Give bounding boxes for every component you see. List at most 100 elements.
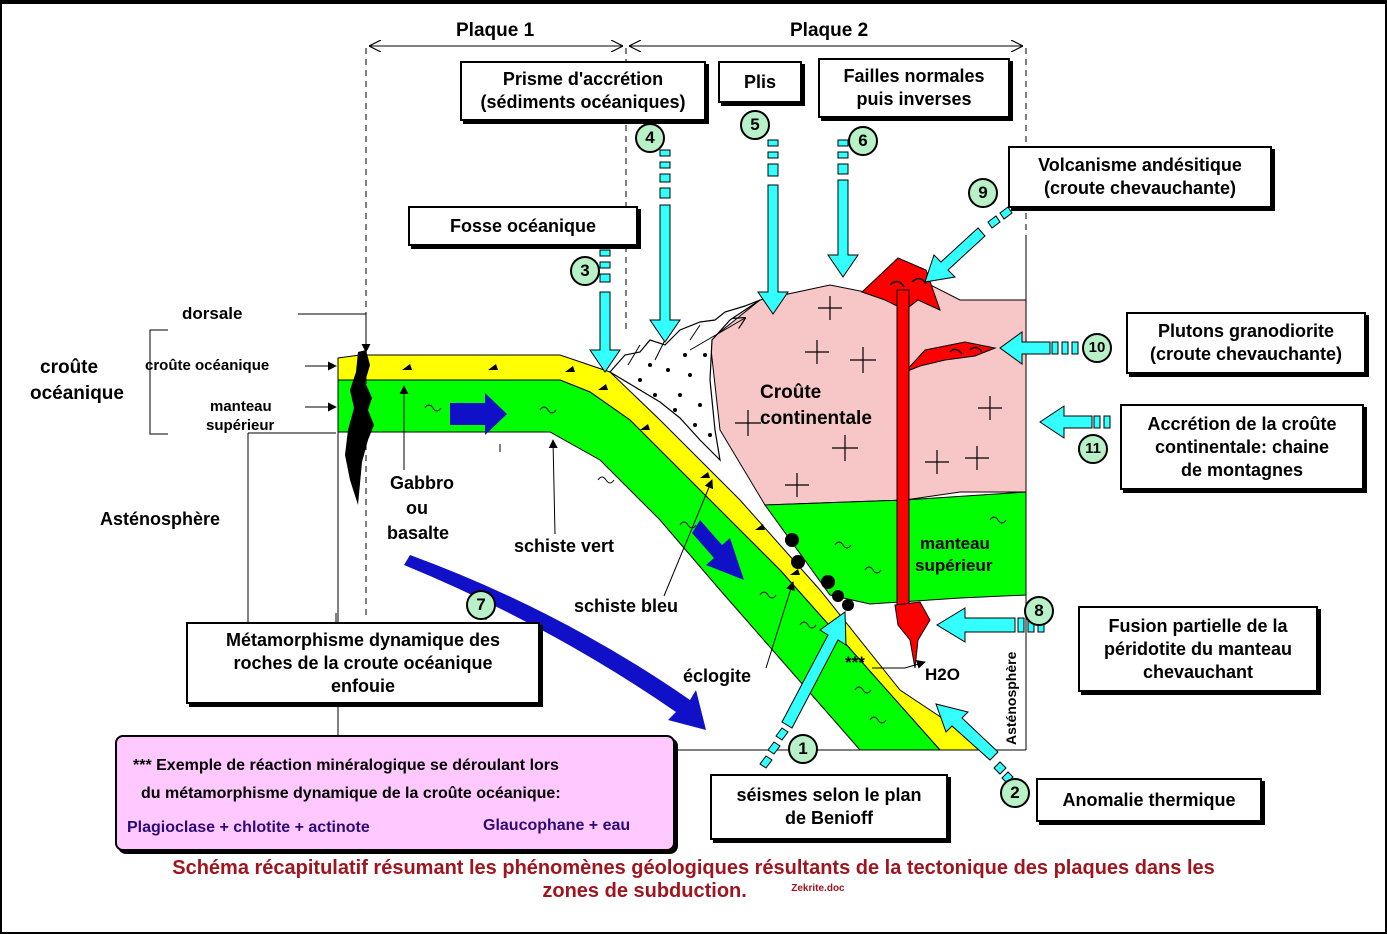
note-line2: du métamorphisme dynamique de la croûte … (141, 785, 561, 802)
callout-thermal-anomaly: Anomalie thermique (1036, 778, 1262, 822)
callout-2-line1: Anomalie thermique (1062, 789, 1236, 810)
accretionary-prism (609, 299, 761, 462)
oceanic-lithosphere-bracket (149, 329, 168, 435)
slab-motion-arrow (692, 520, 744, 580)
badge-9: 9 (968, 178, 998, 208)
arrow-10 (999, 331, 1051, 365)
callout-crustal-accretion: Accrétion de la croûte continentale: cha… (1120, 404, 1364, 490)
granodiorite-pluton (904, 341, 997, 373)
arrow-11 (1039, 405, 1093, 439)
reaction-note: *** Exemple de réaction minéralogique se… (115, 735, 675, 851)
plate2-label: Plaque 2 (790, 20, 869, 41)
caption-line2: zones de subduction. (542, 880, 747, 902)
note-reactants: Plagioclase + chlotite + actinote (127, 819, 370, 836)
asthenosphere-vertical-label: Asténosphère (1003, 651, 1019, 745)
dorsale-pointer (298, 313, 371, 353)
oceanic-crust-group-label-2: océanique (30, 383, 124, 404)
oceanic-crust-group-label-1: croûte (40, 357, 99, 378)
water-arrow (872, 660, 926, 669)
blueschist-pointer (663, 479, 714, 597)
callout-1-line2: de Benioff (785, 808, 873, 828)
blueschist-label: schiste bleu (574, 596, 679, 616)
badge-5: 5 (740, 110, 770, 140)
gabbro-label-3: basalte (387, 523, 450, 543)
arrow-3 (589, 291, 621, 373)
callout-7-line2: roches de la croute océanique (233, 652, 493, 673)
eclogite-pointer (765, 581, 795, 669)
callout-11-line2: continentale: chaine (1154, 436, 1330, 457)
callout-6-line1: Failles normales (843, 66, 985, 86)
metamorphism-arrow (404, 555, 706, 730)
callout-8-line3: chevauchant (1142, 661, 1254, 682)
callout-10-line2: (croute chevauchante) (1149, 344, 1343, 364)
greenschist-label: schiste vert (514, 536, 615, 556)
callout-7-line3: enfouie (330, 675, 395, 696)
callout-earthquakes: séismes selon le plan de Benioff (710, 774, 948, 840)
callout-folds: Plis (718, 61, 802, 103)
callout-8-line2: péridotite du manteau (1103, 638, 1292, 659)
badge-8: 8 (1024, 596, 1054, 626)
right-mantle-label-1: manteau (920, 534, 990, 553)
callout-11-line3: de montagnes (1180, 459, 1304, 480)
caption-credit: Zekrite.doc (791, 883, 845, 894)
earthquake-foci (785, 533, 854, 611)
gabbro-label-1: Gabbro (390, 473, 455, 493)
callout-plutons: Plutons granodiorite (croute chevauchant… (1126, 312, 1366, 374)
plate-motion-arrow (450, 393, 507, 435)
prism-thrust-arrow (689, 318, 745, 351)
prism-folds (627, 324, 701, 366)
gabbro-marks (402, 364, 800, 575)
callout-3-line1: Fosse océanique (449, 215, 597, 236)
eclogite-label: éclogite (683, 666, 752, 686)
lithospheric-mantle-slab (337, 379, 942, 751)
water-label: H2O (925, 665, 960, 684)
callout-6-line2: puis inverses (856, 89, 972, 109)
cyan-arrow-diag-dashes (759, 206, 1014, 784)
callout-4-line1: Prisme d'accrétion (502, 69, 664, 89)
callout-8-line1: Fusion partielle de la (1108, 615, 1288, 636)
arrow-1 (781, 611, 847, 729)
badge-6: 6 (848, 126, 878, 156)
callout-faults: Failles normales puis inverses (818, 58, 1010, 118)
badge-10: 10 (1082, 333, 1112, 363)
arrow-8 (936, 607, 1016, 643)
callout-10-line1: Plutons granodiorite (1157, 321, 1334, 341)
callout-volcanism: Volcanisme andésitique (croute chevaucha… (1008, 146, 1272, 208)
callout-trench: Fosse océanique (408, 206, 638, 246)
callout-accretionary-prism: Prisme d'accrétion (sédiments océaniques… (460, 61, 706, 121)
badge-4: 4 (635, 123, 665, 153)
greenschist-pointer (548, 439, 558, 535)
dorsale-label: dorsale (182, 304, 243, 323)
callout-9-line1: Volcanisme andésitique (1038, 155, 1242, 175)
oceanic-crust-label: croûte océanique (145, 357, 270, 374)
upper-mantle-label-2: supérieur (206, 417, 275, 434)
magma-conduit (896, 289, 910, 611)
continental-crust-label-2: continentale (760, 408, 872, 429)
ridge-magma (345, 350, 374, 505)
upper-mantle-label-1: manteau (210, 398, 272, 415)
continental-crust-crosses (735, 296, 1002, 497)
arrow-6 (827, 179, 859, 278)
right-mantle-label-2: supérieur (915, 556, 993, 575)
caption-line2-wrap: zones de subduction. Zekrite.doc (0, 880, 1387, 903)
arrow-4 (649, 204, 681, 343)
arrow-9 (924, 227, 986, 283)
callout-1-line1: séismes selon le plan (736, 785, 922, 805)
badge-1: 1 (788, 734, 818, 764)
badge-2: 2 (1000, 778, 1030, 808)
continental-crust-label-1: Croûte (760, 382, 822, 403)
partial-melt-diapir (894, 601, 931, 669)
callout-9-line2: (croute chevauchante) (1043, 178, 1237, 198)
callout-partial-melting: Fusion partielle de la péridotite du man… (1078, 606, 1318, 692)
continental-crust (709, 271, 1027, 506)
callout-5-line1: Plis (743, 71, 777, 92)
badge-11: 11 (1078, 434, 1108, 464)
cyan-arrows (589, 179, 1093, 761)
gabbro-label-2: ou (406, 498, 428, 518)
reaction-stars: *** (845, 653, 865, 672)
arrow-2 (935, 703, 999, 761)
note-products: Glaucophane + eau (483, 817, 631, 834)
badge-7: 7 (466, 590, 496, 620)
